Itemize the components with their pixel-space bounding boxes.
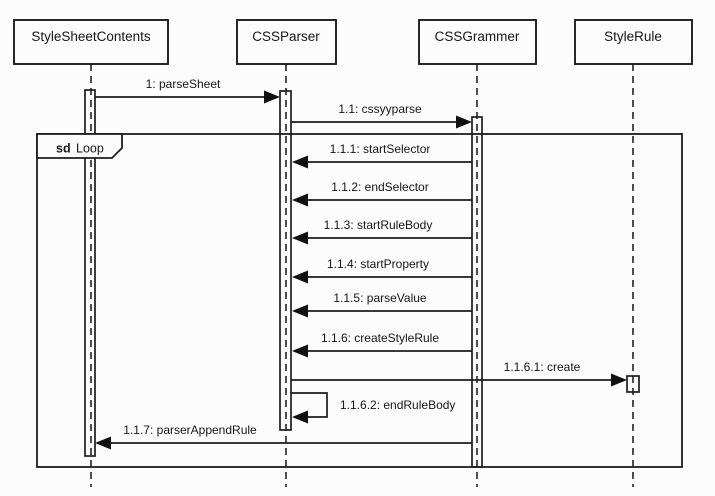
arrowhead-icon-parsesheet: [264, 90, 280, 104]
message-label-create: 1.1.6.1: create: [504, 360, 581, 374]
arrowhead-icon-endselector: [292, 193, 308, 207]
arrowhead-icon-parserappendrule: [95, 436, 111, 450]
participant-label-stylerule: StyleRule: [604, 29, 662, 44]
message-label-parsevalue: 1.1.5: parseValue: [333, 291, 427, 305]
arrowhead-icon-startselector: [292, 155, 308, 169]
message-label-parsesheet: 1: parseSheet: [146, 77, 221, 91]
message-label-cssyyparse: 1.1: cssyyparse: [338, 102, 422, 116]
participant-box-cssparser: [236, 19, 337, 65]
message-label-endselector: 1.1.2: endSelector: [331, 180, 428, 194]
participant-label-cssgrammer: CSSGrammer: [435, 29, 520, 44]
message-label-createstylerule: 1.1.6: createStyleRule: [321, 331, 439, 345]
arrowhead-icon-create: [611, 373, 627, 387]
participant-label-stylesheetcontents: StyleSheetContents: [31, 29, 151, 44]
activation-stylerule: [626, 375, 640, 393]
participant-box-cssgrammer: [418, 19, 537, 65]
arrowhead-icon-createstylerule: [292, 344, 308, 358]
arrowhead-icon-startrulebody: [292, 231, 308, 245]
arrowhead-icon-parsevalue: [292, 304, 308, 318]
message-label-endrulebody: 1.1.6.2: endRuleBody: [340, 398, 455, 412]
message-line-endrulebody: [291, 392, 328, 418]
arrowhead-icon-cssyyparse: [456, 115, 472, 129]
participant-box-stylerule: [574, 19, 693, 65]
participant-box-stylesheetcontents: [13, 19, 169, 65]
arrowhead-icon-endrulebody: [292, 410, 308, 424]
message-label-startrulebody: 1.1.3: startRuleBody: [324, 218, 433, 232]
activation-stylesheetcontents: [84, 89, 96, 457]
message-label-parserappendrule: 1.1.7: parserAppendRule: [123, 423, 257, 437]
message-label-startproperty: 1.1.4: startProperty: [327, 257, 429, 271]
loop-frame-tab: [36, 133, 123, 159]
activation-cssgrammer: [471, 116, 483, 468]
activation-cssparser: [279, 90, 292, 431]
message-label-startselector: 1.1.1: startSelector: [330, 142, 431, 156]
participant-label-cssparser: CSSParser: [252, 29, 320, 44]
arrowhead-icon-startproperty: [292, 270, 308, 284]
frame-name-label: Loop: [76, 142, 104, 156]
loop-frame: [36, 133, 683, 468]
frame-keyword-label: sd: [56, 142, 71, 156]
